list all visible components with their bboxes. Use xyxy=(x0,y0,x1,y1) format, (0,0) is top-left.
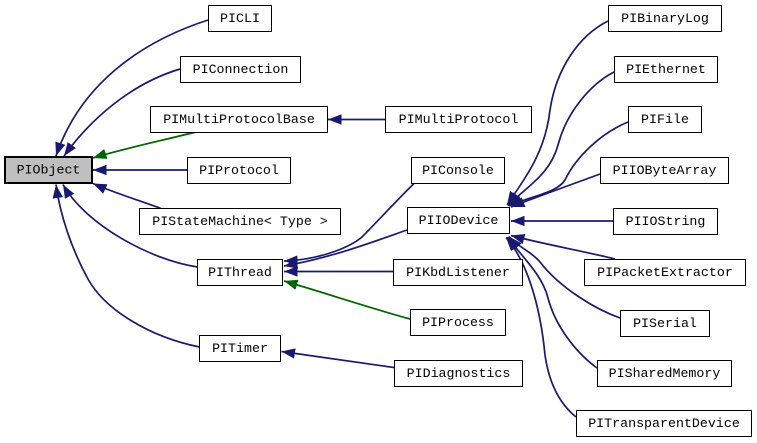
svg-text:PITransparentDevice: PITransparentDevice xyxy=(588,416,740,431)
svg-text:PIProcess: PIProcess xyxy=(422,315,494,330)
svg-text:PIFile: PIFile xyxy=(641,112,689,127)
svg-text:PITimer: PITimer xyxy=(212,341,268,356)
svg-text:PIConnection: PIConnection xyxy=(193,62,289,77)
svg-text:PIIODevice: PIIODevice xyxy=(419,213,499,228)
svg-text:PIThread: PIThread xyxy=(208,265,272,280)
svg-text:PIObject: PIObject xyxy=(17,163,81,178)
svg-text:PIKbdListener: PIKbdListener xyxy=(406,265,510,280)
svg-text:PIStateMachine< Type >: PIStateMachine< Type > xyxy=(152,214,328,229)
svg-text:PIPacketExtractor: PIPacketExtractor xyxy=(597,265,733,280)
svg-text:PIDiagnostics: PIDiagnostics xyxy=(407,366,511,381)
svg-text:PISerial: PISerial xyxy=(633,316,697,331)
svg-text:PISharedMemory: PISharedMemory xyxy=(609,366,721,381)
svg-text:PIConsole: PIConsole xyxy=(422,163,494,178)
svg-text:PIProtocol: PIProtocol xyxy=(199,163,279,178)
svg-text:PICLI: PICLI xyxy=(220,11,260,26)
svg-text:PIIOByteArray: PIIOByteArray xyxy=(613,163,717,178)
svg-text:PIIOString: PIIOString xyxy=(626,214,706,229)
svg-text:PIBinaryLog: PIBinaryLog xyxy=(621,11,709,26)
svg-text:PIMultiProtocolBase: PIMultiProtocolBase xyxy=(163,112,315,127)
svg-text:PIEthernet: PIEthernet xyxy=(626,62,706,77)
svg-text:PIMultiProtocol: PIMultiProtocol xyxy=(399,112,519,127)
